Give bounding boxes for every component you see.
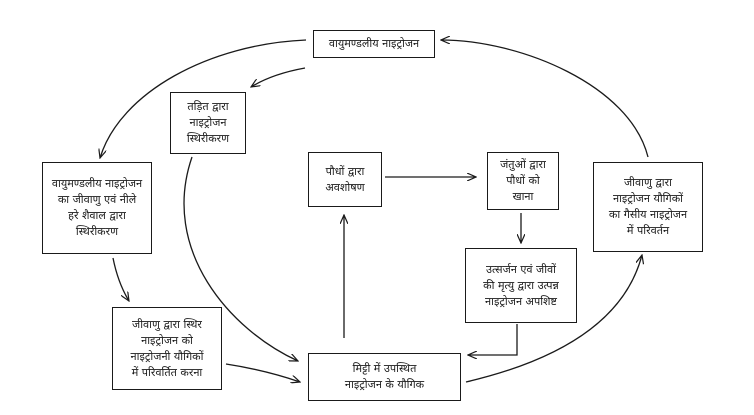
arrow-excretion-to-soil: [468, 324, 518, 355]
bacterial-algal-fixation-box: वायुमण्डलीय नाइट्रोजन का जीवाणु एवं नीले…: [42, 162, 152, 254]
arrow-conversion-to-soil: [225, 363, 300, 382]
atmospheric-nitrogen-box: वायुमण्डलीय नाइट्रोजन: [313, 30, 435, 58]
denitrification-box: जीवाणु द्वारा नाइट्रोजन यौगिकों का गैसीय…: [593, 162, 703, 252]
animals-eat-plants-box: जंतुओं द्वारा पौधों को खाना: [487, 152, 559, 210]
soil-nitrogen-compounds-box: मिट्टी में उपस्थित नाइट्रोजन के यौगिक: [308, 353, 461, 401]
arrow-soil-to-denitrification: [465, 255, 642, 383]
plant-absorption-box: पौधों द्वारा अवशोषण: [308, 152, 382, 207]
excretion-waste-box: उत्सर्जन एवं जीवों की मृत्यु द्वारा उत्प…: [465, 248, 577, 323]
arrow-atmospheric-to-bacterial-fixation: [100, 39, 307, 158]
arrow-denitrification-to-atmospheric: [441, 40, 649, 158]
arrow-fixation-to-conversion: [112, 257, 129, 301]
arrow-atmospheric-to-lightning: [251, 67, 306, 87]
arrow-lightning-to-soil: [183, 156, 298, 361]
bacteria-conversion-box: जीवाणु द्वारा स्थिर नाइट्रोजन को नाइट्रो…: [112, 307, 222, 390]
lightning-fixation-box: तड़ित द्वारा नाइट्रोजन स्थिरीकरण: [170, 92, 246, 154]
